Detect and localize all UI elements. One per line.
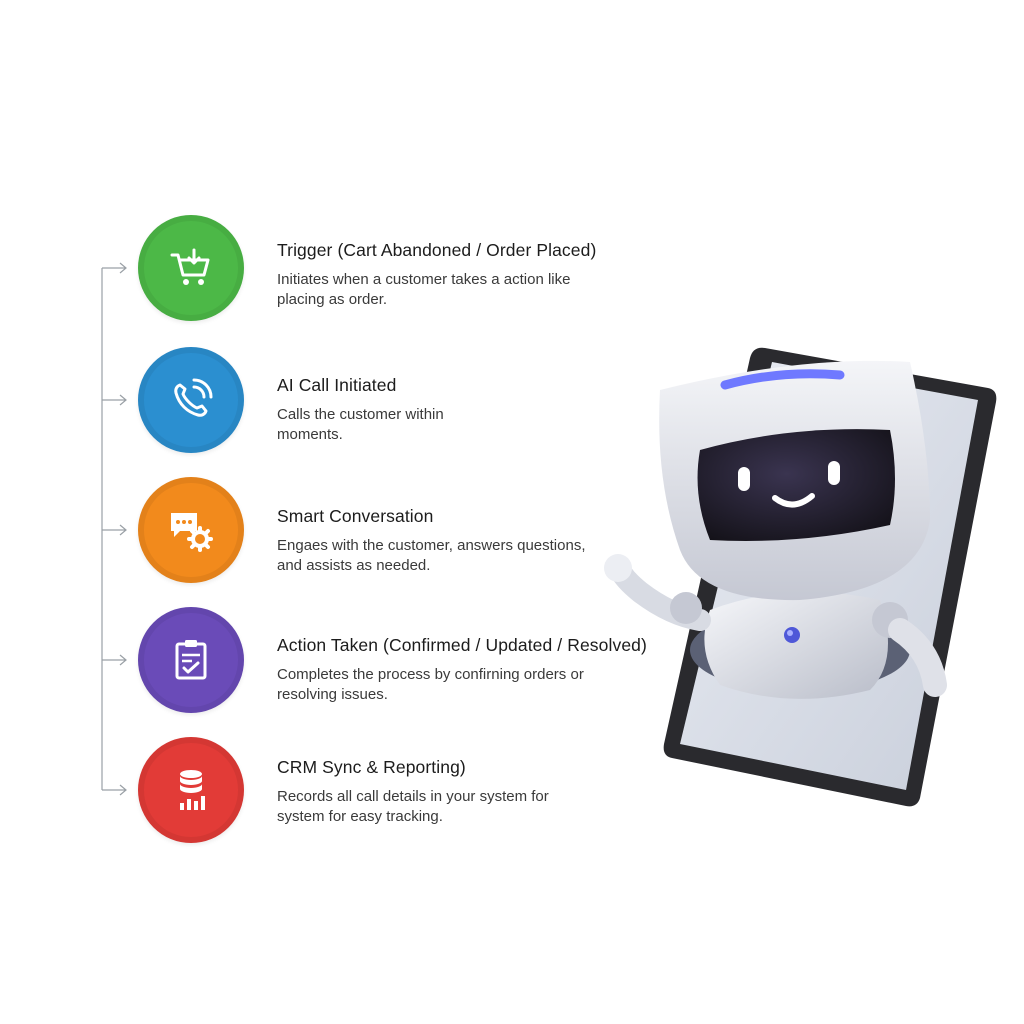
phone-call-icon (174, 378, 213, 417)
robot-body (704, 592, 888, 699)
step-description: Records all call details in your system … (277, 787, 677, 826)
step-description-line: Initiates when a customer takes a action… (277, 271, 571, 288)
step-action: Action Taken (Confirmed / Updated / Reso… (277, 635, 677, 704)
step-description-line: resolving issues. (277, 685, 388, 703)
step-description-line: placing as order. (277, 290, 388, 308)
robot-phone-illustration (604, 347, 997, 807)
step-conversation: Smart Conversation Engaes with the custo… (277, 506, 677, 575)
step-icon-trigger (138, 215, 244, 321)
cart-icon (170, 248, 210, 285)
robot-smile (772, 493, 815, 508)
robot-visor (697, 429, 895, 541)
robot-head (659, 360, 930, 601)
step-description: Engaes with the customer, answers questi… (277, 536, 677, 575)
step-description-line: Engaes with the customer, answers questi… (277, 537, 586, 554)
step-icon-crm (138, 737, 244, 843)
step-description-line: Completes the process by confirning orde… (277, 666, 584, 683)
chat-gear-icon (171, 513, 213, 552)
step-ai-call: AI Call Initiated Calls the customer wit… (277, 375, 677, 444)
step-description: Initiates when a customer takes a action… (277, 270, 677, 309)
step-icon-ai-call (138, 347, 244, 453)
step-title: Trigger (Cart Abandoned / Order Placed) (277, 240, 597, 260)
robot-eye-left (738, 467, 750, 491)
step-description-line: Records all call details in your system … (277, 788, 549, 805)
robot-right-arm (872, 602, 947, 697)
step-description: Completes the process by confirning orde… (277, 665, 677, 704)
database-chart-icon (180, 770, 205, 810)
flow-connector (101, 262, 127, 796)
head-light (720, 369, 845, 390)
step-description-line: Calls the customer within (277, 406, 444, 423)
step-description-line: and assists as needed. (277, 556, 431, 574)
step-title: Action Taken (Confirmed / Updated / Reso… (277, 635, 647, 655)
step-description-line: moments. (277, 425, 343, 443)
step-title: Smart Conversation (277, 506, 434, 526)
robot-left-arm (604, 554, 711, 631)
step-description-line: system for easy tracking. (277, 807, 443, 825)
step-crm: CRM Sync & Reporting) Records all call d… (277, 757, 677, 826)
connector-arrows (102, 262, 127, 796)
step-description: Calls the customer within moments. (277, 405, 677, 444)
clipboard-check-icon (175, 640, 207, 680)
robot-eye-right (828, 461, 840, 485)
step-trigger: Trigger (Cart Abandoned / Order Placed) … (277, 240, 677, 309)
step-icon-conversation (138, 477, 244, 583)
step-title: AI Call Initiated (277, 375, 397, 395)
step-icon-action (138, 607, 244, 713)
step-title: CRM Sync & Reporting) (277, 757, 466, 777)
